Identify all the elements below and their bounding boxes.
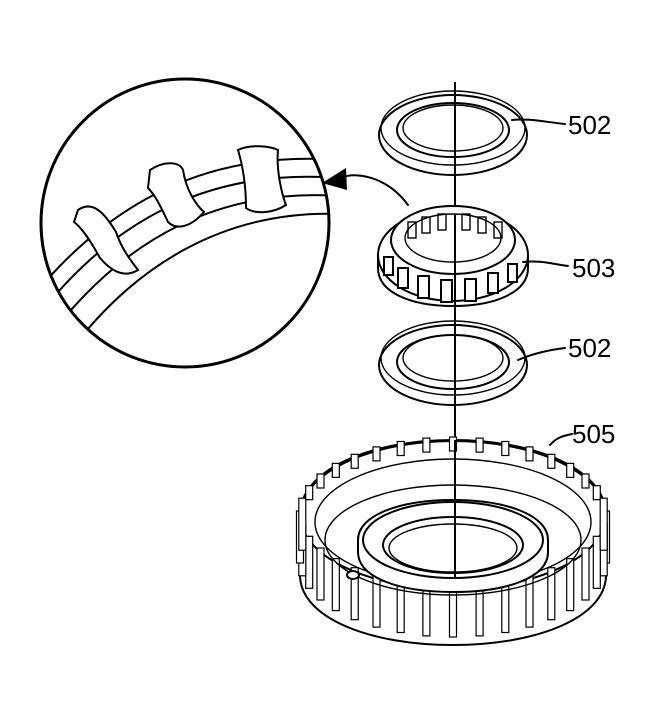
spline-tooth: [599, 497, 608, 551]
spline-tooth: [396, 579, 405, 634]
spline-tooth: [566, 462, 575, 478]
spline-tooth: [350, 567, 359, 621]
thrust-washer-lower: [378, 320, 528, 406]
thrust-washer-upper: [378, 82, 528, 178]
spline-tooth: [547, 567, 556, 621]
callout-label-505: 505: [572, 419, 615, 449]
spline-tooth: [475, 437, 484, 453]
clutch-housing: [295, 436, 611, 647]
spline-tooth: [422, 437, 431, 453]
spline-tooth: [592, 485, 601, 501]
spline-tooth: [305, 485, 314, 501]
spline-tooth: [372, 446, 381, 462]
callout-502-upper: 502: [511, 110, 611, 140]
callout-502-lower: 502: [517, 333, 611, 363]
spline-tooth: [525, 446, 534, 462]
spline-tooth: [316, 547, 325, 601]
magnified-detail-circle: [39, 77, 331, 369]
callout-505: 505: [549, 419, 615, 449]
spline-tooth: [331, 462, 340, 478]
spline-tooth: [448, 436, 458, 452]
spline-tooth: [501, 440, 510, 457]
callout-503: 503: [522, 253, 615, 283]
spline-tooth: [331, 557, 340, 612]
spline-tooth: [316, 473, 325, 489]
spline-tooth: [501, 579, 510, 634]
spline-tooth: [566, 557, 575, 612]
curved-arrow-icon: [322, 168, 409, 206]
spline-tooth: [350, 453, 359, 469]
callout-label-502-lower: 502: [568, 333, 611, 363]
thrust-bearing: [377, 205, 529, 307]
spline-tooth: [547, 453, 556, 469]
spline-tooth: [581, 547, 590, 601]
callout-label-502-upper: 502: [568, 110, 611, 140]
spline-tooth: [305, 535, 314, 589]
callout-label-503: 503: [572, 253, 615, 283]
spline-tooth: [592, 535, 601, 589]
spline-tooth: [396, 440, 405, 457]
spline-tooth: [581, 473, 590, 489]
spline-tooth: [298, 497, 307, 551]
